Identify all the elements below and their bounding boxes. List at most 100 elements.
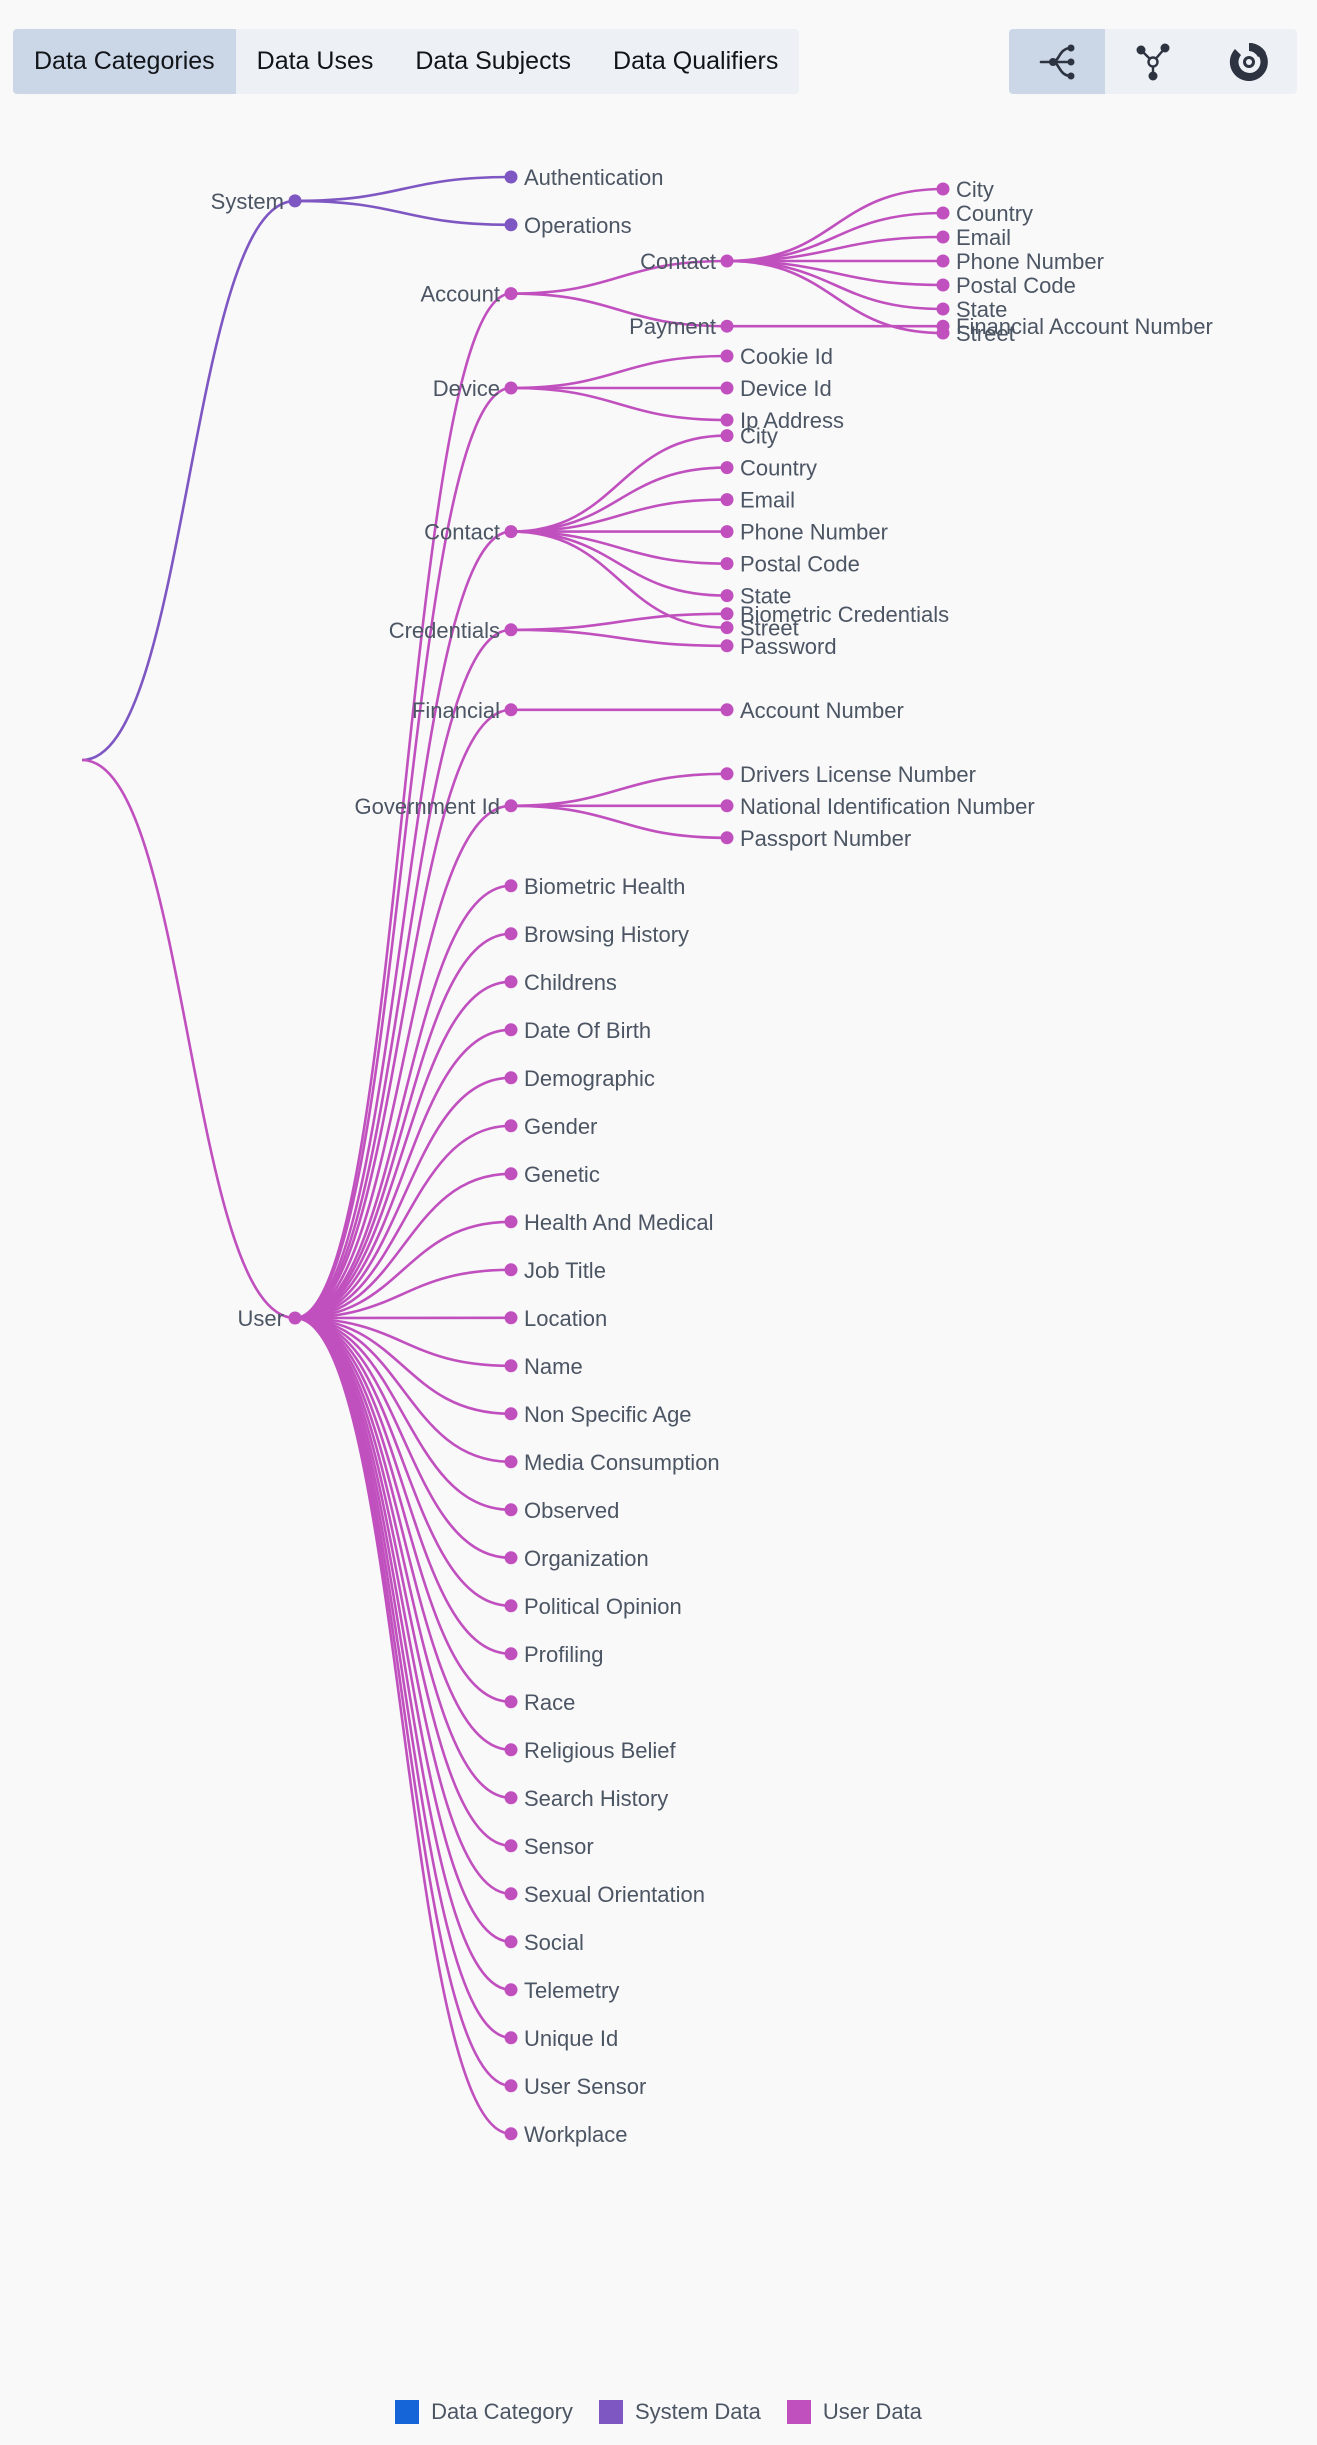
tree-view-button[interactable] xyxy=(1009,29,1105,94)
node-dot[interactable] xyxy=(504,1647,518,1661)
node-dot[interactable] xyxy=(504,170,518,184)
node-dot[interactable] xyxy=(504,1695,518,1709)
node-dot[interactable] xyxy=(720,429,734,443)
node-leaf[interactable]: Financial Account Number xyxy=(936,314,1213,339)
node-leaf[interactable]: Gender xyxy=(504,1114,598,1139)
node-dot[interactable] xyxy=(936,182,950,196)
node-leaf[interactable]: Postal Code xyxy=(936,273,1076,298)
tab-data-qualifiers[interactable]: Data Qualifiers xyxy=(613,47,779,75)
node-dot[interactable] xyxy=(504,1455,518,1469)
node-payment[interactable]: Payment xyxy=(629,314,734,339)
node-dot[interactable] xyxy=(720,557,734,571)
node-operations[interactable]: Operations xyxy=(504,213,632,238)
node-dot[interactable] xyxy=(720,493,734,507)
node-dot[interactable] xyxy=(720,607,734,621)
node-dot[interactable] xyxy=(720,319,734,333)
node-leaf[interactable]: Cookie Id xyxy=(720,344,833,369)
node-dot[interactable] xyxy=(504,1023,518,1037)
node-leaf[interactable]: Country xyxy=(720,456,818,481)
node-dot[interactable] xyxy=(504,1503,518,1517)
node-leaf[interactable]: Device Id xyxy=(720,376,832,401)
node-leaf[interactable]: City xyxy=(720,424,778,449)
node-dot[interactable] xyxy=(936,302,950,316)
node-dot[interactable] xyxy=(504,1743,518,1757)
node-dot[interactable] xyxy=(504,287,518,301)
node-leaf[interactable]: Sensor xyxy=(504,1834,594,1859)
node-dot[interactable] xyxy=(504,799,518,813)
node-dot[interactable] xyxy=(720,461,734,475)
node-dot[interactable] xyxy=(720,831,734,845)
node-dot[interactable] xyxy=(504,975,518,989)
node-dot[interactable] xyxy=(936,206,950,220)
node-account-contact[interactable]: Contact xyxy=(640,249,734,274)
node-dot[interactable] xyxy=(936,278,950,292)
node-leaf[interactable]: Browsing History xyxy=(504,922,690,947)
node-dot[interactable] xyxy=(504,1263,518,1277)
tab-data-uses[interactable]: Data Uses xyxy=(256,47,374,75)
node-dot[interactable] xyxy=(504,879,518,893)
node-leaf[interactable]: Demographic xyxy=(504,1066,655,1091)
node-dot[interactable] xyxy=(504,1887,518,1901)
node-leaf[interactable]: State xyxy=(936,297,1008,322)
node-dot[interactable] xyxy=(504,1839,518,1853)
node-dot[interactable] xyxy=(504,1983,518,1997)
node-dot[interactable] xyxy=(504,1311,518,1325)
node-dot[interactable] xyxy=(504,1551,518,1565)
node-leaf[interactable]: Race xyxy=(504,1690,576,1715)
node-dot[interactable] xyxy=(504,703,518,717)
node-dot[interactable] xyxy=(504,1167,518,1181)
node-government-id[interactable]: Government Id xyxy=(354,794,518,819)
node-dot[interactable] xyxy=(936,230,950,244)
node-dot[interactable] xyxy=(720,703,734,717)
node-leaf[interactable]: Phone Number xyxy=(720,520,888,545)
node-dot[interactable] xyxy=(720,799,734,813)
node-leaf[interactable]: User Sensor xyxy=(504,2074,647,2099)
node-leaf[interactable]: Observed xyxy=(504,1498,620,1523)
node-leaf[interactable]: Health And Medical xyxy=(504,1210,714,1235)
node-leaf[interactable]: Social xyxy=(504,1930,584,1955)
node-dot[interactable] xyxy=(504,1935,518,1949)
node-leaf[interactable]: Religious Belief xyxy=(504,1738,677,1763)
sunburst-view-button[interactable] xyxy=(1201,29,1297,94)
node-leaf[interactable]: Media Consumption xyxy=(504,1450,720,1475)
node-leaf[interactable]: Political Opinion xyxy=(504,1594,682,1619)
node-leaf[interactable]: Country xyxy=(936,201,1034,226)
node-dot[interactable] xyxy=(504,381,518,395)
node-dot[interactable] xyxy=(720,525,734,539)
node-dot[interactable] xyxy=(504,1407,518,1421)
node-dot[interactable] xyxy=(936,254,950,268)
tab-data-categories[interactable]: Data Categories xyxy=(13,29,236,94)
node-dot[interactable] xyxy=(504,1071,518,1085)
node-dot[interactable] xyxy=(504,1119,518,1133)
node-leaf[interactable]: Password xyxy=(720,634,837,659)
node-dot[interactable] xyxy=(288,1311,302,1325)
network-view-button[interactable] xyxy=(1105,29,1201,94)
node-user[interactable]: User xyxy=(238,1306,302,1331)
node-leaf[interactable]: Name xyxy=(504,1354,583,1379)
node-leaf[interactable]: Ip Address xyxy=(720,408,844,433)
node-leaf[interactable]: Biometric Health xyxy=(504,874,686,899)
node-leaf[interactable]: City xyxy=(936,177,994,202)
node-leaf[interactable]: National Identification Number xyxy=(720,794,1035,819)
node-leaf[interactable]: Account Number xyxy=(720,698,904,723)
node-leaf[interactable]: Genetic xyxy=(504,1162,600,1187)
node-dot[interactable] xyxy=(720,349,734,363)
node-dot[interactable] xyxy=(720,767,734,781)
node-dot[interactable] xyxy=(504,2127,518,2141)
node-dot[interactable] xyxy=(504,1791,518,1805)
node-leaf[interactable]: Email xyxy=(936,225,1012,250)
node-leaf[interactable]: Drivers License Number xyxy=(720,762,976,787)
node-account[interactable]: Account xyxy=(421,282,518,307)
node-leaf[interactable]: Postal Code xyxy=(720,552,860,577)
node-credentials[interactable]: Credentials xyxy=(389,618,518,643)
node-leaf[interactable]: State xyxy=(720,584,792,609)
node-leaf[interactable]: Phone Number xyxy=(936,249,1104,274)
node-leaf[interactable]: Workplace xyxy=(504,2122,628,2147)
node-dot[interactable] xyxy=(936,319,950,333)
node-leaf[interactable]: Childrens xyxy=(504,970,617,995)
node-leaf[interactable]: Passport Number xyxy=(720,826,912,851)
node-dot[interactable] xyxy=(720,413,734,427)
node-dot[interactable] xyxy=(504,2079,518,2093)
node-dot[interactable] xyxy=(720,254,734,268)
node-leaf[interactable]: Street xyxy=(936,321,1015,346)
